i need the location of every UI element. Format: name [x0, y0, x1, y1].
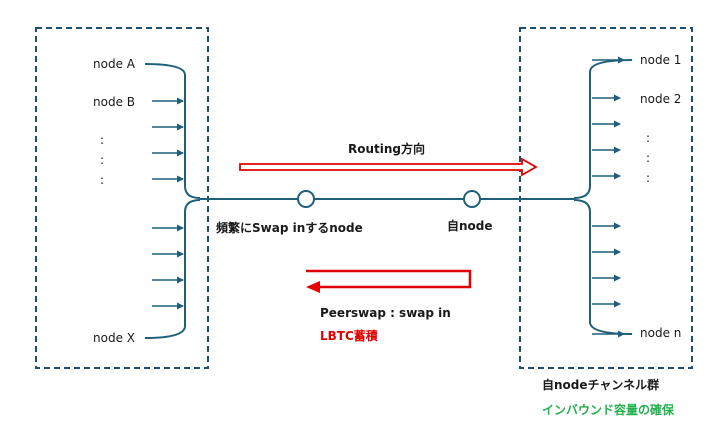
right-ellipsis-2: : — [646, 151, 651, 165]
node-a-label: node A — [93, 57, 135, 71]
right-ellipsis-1: : — [646, 131, 651, 145]
left-ellipsis-1: : — [100, 133, 105, 147]
hub-node-label: 頻繁にSwap inするnode — [216, 221, 363, 235]
node-2-label: node 2 — [640, 92, 682, 106]
left-bracket — [144, 63, 201, 339]
right-arrows — [592, 56, 625, 338]
self-node-label: 自node — [447, 219, 493, 233]
node-n-label: node n — [640, 326, 682, 340]
peerswap-arrow — [306, 269, 472, 293]
left-node-group-box — [35, 27, 209, 369]
left-ellipsis-3: : — [100, 173, 105, 187]
node-b-label: node B — [93, 95, 135, 109]
left-ellipsis-2: : — [100, 153, 105, 167]
hub-node-circle — [297, 190, 315, 208]
channel-group-label: 自nodeチャンネル群 — [542, 378, 660, 392]
right-ellipsis-3: : — [646, 171, 651, 185]
right-bracket — [573, 59, 633, 335]
routing-direction-arrow — [239, 157, 538, 177]
peerswap-label: Peerswap : swap in — [320, 306, 451, 320]
lbtc-accumulation-label: LBTC蓄積 — [320, 329, 378, 343]
node-x-label: node X — [93, 331, 135, 345]
self-node-circle — [463, 190, 481, 208]
inbound-capacity-label: インバウンド容量の確保 — [542, 403, 675, 417]
routing-direction-label: Routing方向 — [348, 142, 426, 156]
left-arrows — [152, 97, 184, 310]
node-1-label: node 1 — [640, 53, 682, 67]
